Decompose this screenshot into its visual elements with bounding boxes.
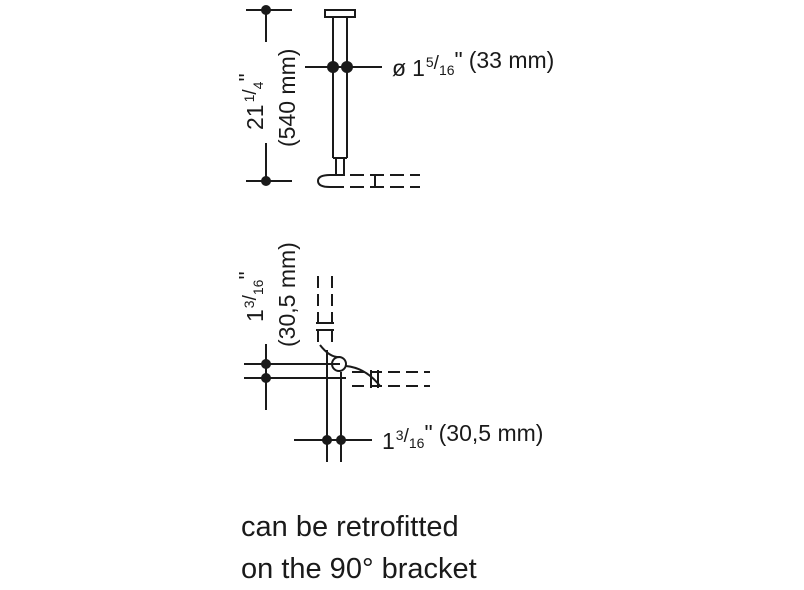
dashed-continuation	[316, 174, 420, 188]
dimension-dot	[336, 435, 346, 445]
caption: can be retrofitted on the 90° bracket	[241, 506, 477, 590]
height-dimension-label: 211/4"	[234, 73, 268, 130]
dimension-dot	[261, 176, 271, 186]
diameter-dimension-line	[305, 61, 382, 73]
dimension-dot	[327, 61, 339, 73]
height-dimension-line	[246, 5, 292, 186]
dashed-horizontal-continuation	[352, 370, 430, 388]
height-dimension-metric: (540 mm)	[274, 49, 300, 147]
horizontal-dimension-line	[294, 435, 372, 445]
caption-line-2: on the 90° bracket	[241, 553, 477, 585]
vertical-dimension-metric: (30,5 mm)	[274, 242, 300, 347]
horizontal-rails	[244, 363, 346, 379]
vertical-dimension-label: 13/16"	[234, 271, 268, 322]
horizontal-dimension-label: 13/16"(30,5 mm)	[382, 420, 543, 454]
dimension-dot	[341, 61, 353, 73]
dimension-dot	[322, 435, 332, 445]
vertical-rails	[326, 350, 342, 462]
dimension-dot	[261, 5, 271, 15]
rail-pipe	[324, 9, 356, 176]
caption-line-1: can be retrofitted	[241, 511, 459, 543]
bottom-view	[244, 276, 430, 462]
top-view	[246, 5, 420, 188]
dashed-vertical-continuation	[316, 276, 334, 345]
